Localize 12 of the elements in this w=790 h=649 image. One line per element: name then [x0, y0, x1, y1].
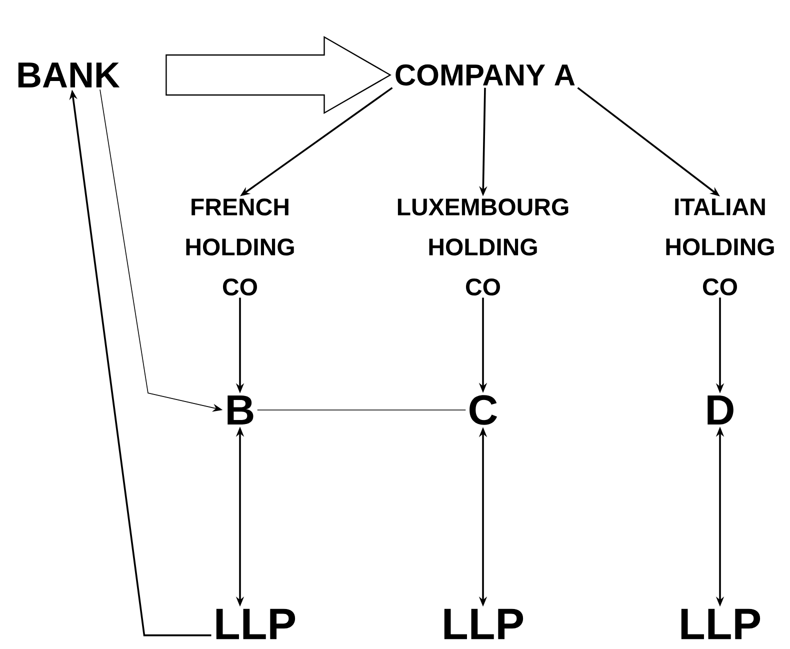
- llp-label: LLP: [444, 608, 524, 640]
- holding-label: ITALIAN HOLDING CO: [666, 198, 774, 296]
- entity-label: C: [470, 395, 498, 425]
- holding-label: FRENCH HOLDING CO: [186, 198, 294, 296]
- bank-label: BANK: [18, 62, 120, 88]
- llp-label: LLP: [216, 608, 296, 640]
- company-label: COMPANY A: [396, 64, 575, 86]
- entity-label: D: [708, 396, 734, 424]
- entity-label: B: [228, 396, 254, 424]
- block-arrow: [166, 36, 392, 114]
- holding-label: LUXEMBOURG HOLDING CO: [398, 198, 568, 296]
- llp-label: LLP: [681, 608, 760, 640]
